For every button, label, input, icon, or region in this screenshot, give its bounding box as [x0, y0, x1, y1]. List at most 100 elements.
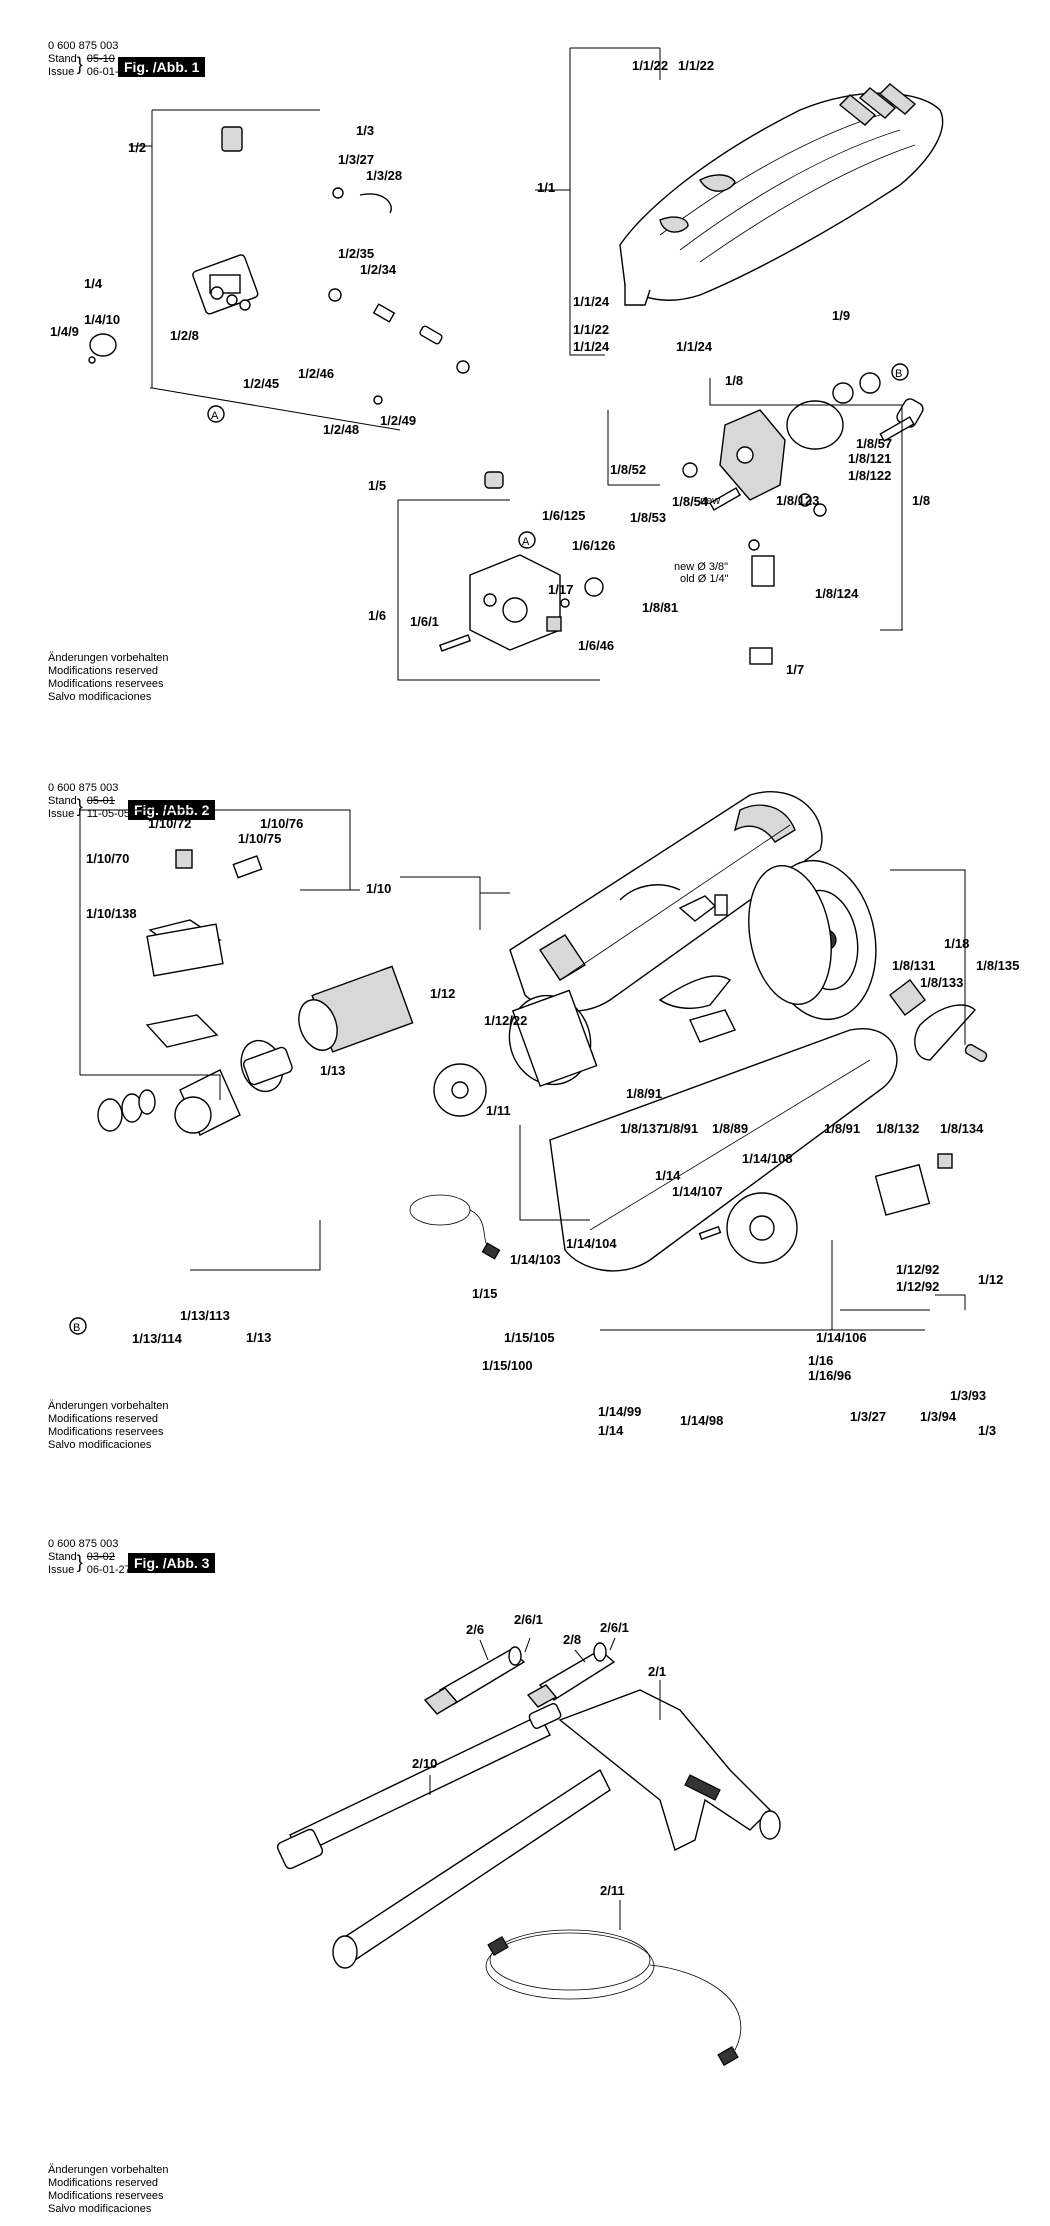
callout-1-6-126: 1/6/126 [572, 538, 615, 553]
callout-1-18: 1/18 [944, 936, 969, 951]
pump-block-drawing [438, 471, 604, 652]
callout-1-8: 1/8 [912, 493, 930, 508]
sheet1-notice: Änderungen vorbehalten Modifications res… [48, 652, 168, 704]
callout-1-6: 1/6 [368, 608, 386, 623]
callout-1-1-24: 1/1/24 [573, 339, 610, 354]
figure-label: Fig. /Abb. 1 [118, 57, 206, 77]
brace-icon: } [76, 54, 83, 74]
callout-1-15-105: 1/15/105 [504, 1330, 555, 1345]
switch-box-drawing [145, 849, 263, 1048]
callout-1-2-35: 1/2/35 [338, 246, 374, 261]
callout-2-8: 2/8 [563, 1632, 581, 1647]
callout-1-10-138: 1/10/138 [86, 906, 137, 921]
notice-line: Änderungen vorbehalten [48, 652, 169, 664]
brace-icon: } [76, 1552, 83, 1572]
callout-1-6-125: 1/6/125 [542, 508, 585, 523]
stand-label: Stand [48, 53, 77, 65]
callout-1-14-106: 1/14/106 [816, 1330, 867, 1345]
callout-1-4-9: 1/4/9 [50, 324, 79, 339]
notice-line: Modifications reservees [48, 2190, 164, 2202]
callout-1-3: 1/3 [356, 123, 374, 138]
hose-reel-drawing [658, 859, 877, 1043]
turbo-nozzle-drawing [526, 1642, 616, 1708]
callout-1-2-48: 1/2/48 [323, 422, 359, 437]
spray-gun-drawing [332, 1689, 781, 1969]
callout-1-8-133: 1/8/133 [920, 975, 963, 990]
callout-1-1-24: 1/1/24 [573, 294, 610, 309]
callout-1-14: 1/14 [598, 1423, 624, 1438]
callout-1-2-34: 1/2/34 [360, 262, 397, 277]
callout-1-8-89: 1/8/89 [712, 1121, 748, 1136]
callout-1-10-75: 1/10/75 [238, 831, 281, 846]
callout-1-16: 1/16 [808, 1353, 833, 1368]
callout-1-14-99: 1/14/99 [598, 1404, 641, 1419]
issue-label: Issue [48, 66, 75, 78]
callout-1-8-131: 1/8/131 [892, 958, 935, 973]
callout-1-17: 1/17 [548, 582, 573, 597]
callout-1-3-28: 1/3/28 [366, 168, 402, 183]
marker-a: A [211, 410, 219, 422]
callout-1-8-91: 1/8/91 [626, 1086, 662, 1101]
callout-1-2: 1/2 [128, 140, 146, 155]
callout-1-14-107: 1/14/107 [672, 1184, 723, 1199]
notice-line: Modifications reserved [48, 1413, 159, 1425]
callout-1-2-46: 1/2/46 [298, 366, 334, 381]
callout-1-12: 1/12 [430, 986, 455, 1001]
power-cord-drawing [409, 1194, 501, 1260]
callout-1-13: 1/13 [246, 1330, 271, 1345]
callout-1-14-98: 1/14/98 [680, 1413, 723, 1428]
callout-1-16-96: 1/16/96 [808, 1368, 851, 1383]
sheet3-exploded-diagram: 2/6 2/6/1 2/8 2/6/1 2/1 2/10 2/11 [276, 1612, 781, 2067]
callout-1-8-121: 1/8/121 [848, 451, 891, 466]
hose-drawing [485, 1929, 742, 2067]
callout-1-13: 1/13 [320, 1063, 345, 1078]
callout-1-2-8: 1/2/8 [170, 328, 199, 343]
callout-1-12-92: 1/12/92 [896, 1279, 939, 1294]
doc-number: 0 600 875 003 [48, 40, 119, 52]
callout-1-3-27: 1/3/27 [338, 152, 374, 167]
sheet3-notice: Änderungen vorbehalten Modifications res… [48, 2164, 168, 2216]
callout-1-8-54: 1/8/54 [672, 494, 709, 509]
callout-1-3-93: 1/3/93 [950, 1388, 986, 1403]
callout-1-3: 1/3 [978, 1423, 996, 1438]
stand-label: Stand [48, 795, 77, 807]
callout-1-15: 1/15 [472, 1286, 497, 1301]
callout-1-8: 1/8 [725, 373, 743, 388]
callout-1-12: 1/12 [978, 1272, 1003, 1287]
callout-1-8-53: 1/8/53 [630, 510, 666, 525]
marker-b: B [73, 1322, 80, 1334]
callout-1-9: 1/9 [832, 308, 850, 323]
brace-icon: } [76, 796, 83, 816]
new-size-note: new Ø 3/8" [674, 561, 728, 573]
callout-1-3-94: 1/3/94 [920, 1409, 957, 1424]
motor-drawing [97, 965, 598, 1136]
doc-number: 0 600 875 003 [48, 782, 119, 794]
issue-label: Issue [48, 808, 75, 820]
callout-1-14-108: 1/14/108 [742, 1151, 793, 1166]
sheet2-header: 0 600 875 003 Stand Issue } 05-01 11-05-… [48, 782, 130, 821]
callout-1-14-104: 1/14/104 [566, 1236, 617, 1251]
pump-head-drawing [682, 372, 924, 665]
figure-label: Fig. /Abb. 3 [128, 1553, 216, 1573]
callout-2-6: 2/6 [466, 1622, 484, 1637]
notice-line: Salvo modificaciones [48, 2203, 152, 2215]
callout-2-11: 2/11 [600, 1883, 625, 1898]
sheet3-header: 0 600 875 003 Stand Issue } 03-02 06-01-… [48, 1538, 131, 1577]
cover-housing-drawing [619, 83, 944, 306]
notice-line: Salvo modificaciones [48, 1439, 152, 1451]
callout-1-3-27: 1/3/27 [850, 1409, 886, 1424]
callout-1-10-72: 1/10/72 [148, 816, 191, 831]
issue-value: 11-05-05 [86, 808, 130, 820]
callout-1-1-22: 1/1/22 [573, 322, 609, 337]
callout-1-12-22: 1/12/22 [484, 1013, 527, 1028]
stand-value: 05-01 [86, 795, 115, 807]
new-label: new [700, 495, 720, 507]
callout-1-8-123: 1/8/123 [776, 493, 819, 508]
issue-label: Issue [48, 1564, 75, 1576]
callout-1-8-91: 1/8/91 [824, 1121, 860, 1136]
callout-1-8-122: 1/8/122 [848, 468, 891, 483]
callout-1-1-22: 1/1/22 [678, 58, 714, 73]
callout-1-7: 1/7 [786, 662, 804, 677]
callout-1-6-46: 1/6/46 [578, 638, 614, 653]
crank-handle-drawing [889, 979, 988, 1063]
